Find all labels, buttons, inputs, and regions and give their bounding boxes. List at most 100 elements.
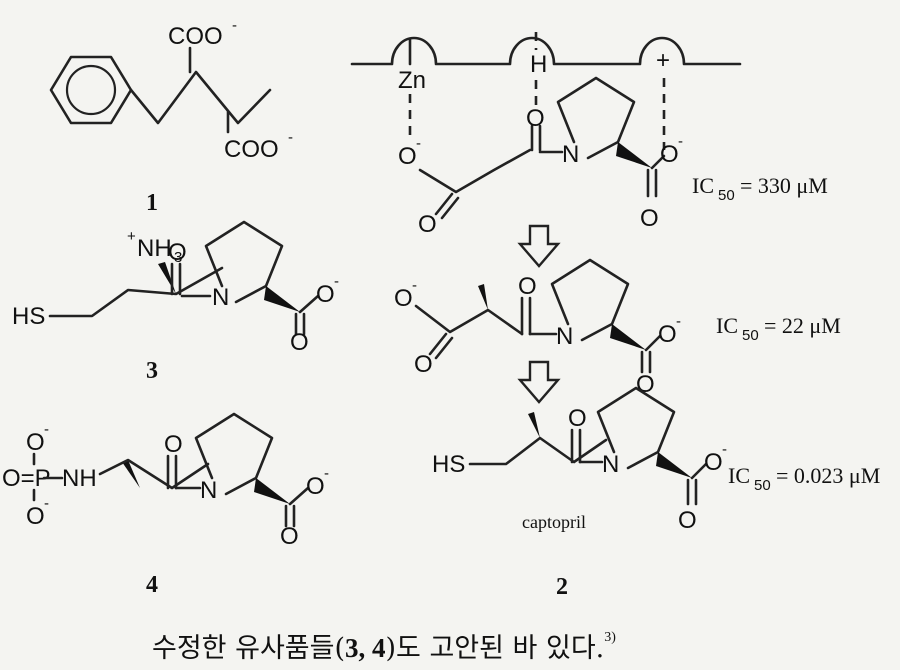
carbon-chain [129, 70, 272, 125]
succinyl-co-bond-b [440, 196, 460, 220]
nh3-plus-charge: + [127, 228, 136, 245]
coo-top-label: COO [168, 23, 223, 50]
captopril-structure: HS O N O - O [432, 386, 727, 534]
down-arrow-2 [517, 360, 561, 404]
ic50-row-3: IC 50 = 0.023 μM [728, 463, 880, 494]
carboxyl-charge-3: - [334, 273, 339, 290]
ic50-sub-1: 50 [718, 187, 735, 204]
zinc-label: Zn [398, 67, 426, 94]
captopril-carboxyl-o-bond [690, 462, 708, 480]
stereo-wedge-carboxyl-4 [254, 478, 290, 504]
carboxyl-o-minus-4: O [306, 473, 325, 500]
compound-3-structure: + NH 3 HS O N O - O [12, 220, 339, 356]
footer-text-before: 수정한 유사품들( [152, 633, 345, 664]
ic50-value-2: = 22 μM [764, 313, 841, 338]
ic50-prefix-1: IC [692, 173, 714, 198]
stereo-wedge-captopril [656, 452, 692, 478]
succinyl-chain [418, 148, 532, 194]
succinyl-proline-structure: O - O O N O - O [398, 76, 683, 238]
ic50-prefix-2: IC [716, 313, 738, 338]
carboxyl-o-bond-4 [288, 486, 310, 506]
caption-footer-text: 수정한 유사품들(3, 4)도 고안된 바 있다.3) [152, 626, 616, 665]
coo-top-charge: - [232, 17, 237, 34]
succinyl-charge: - [416, 135, 421, 152]
carboxyl-o-minus-top: O [660, 141, 679, 168]
stereo-wedge-methyl-4 [122, 460, 140, 488]
coo-bottom-charge: - [288, 129, 293, 146]
pyrrolidine-ring-middle [550, 258, 630, 342]
footer-compound-refs: 3, 4 [345, 633, 386, 663]
captopril-chain [468, 436, 608, 466]
stereo-wedge-methyl-captopril [528, 412, 540, 438]
enzyme-surface [350, 36, 742, 66]
enzyme-active-site: Zn H + [350, 32, 742, 150]
pyrrolidine-ring-4 [194, 412, 274, 496]
captopril-nitrogen: N [602, 451, 619, 478]
captopril-charge: - [722, 441, 727, 458]
phosphate-charge-top: - [44, 421, 49, 438]
coo-bottom-label: COO [224, 136, 279, 163]
captopril-o-minus: O [704, 449, 723, 476]
ic50-row-2: IC 50 = 22 μM [716, 313, 841, 344]
compound-1-number: 1 [146, 190, 158, 216]
middle-charge: - [412, 277, 417, 294]
carboxyl-o-top: O [640, 205, 659, 232]
middle-co-bond-b [434, 336, 454, 360]
carboxyl-o-minus-middle: O [658, 321, 677, 348]
carboxyl-charge-4: - [324, 465, 329, 482]
captopril-carboxyl-o: O [678, 507, 697, 534]
carboxyl-charge-middle: - [676, 313, 681, 330]
ic50-sub-2: 50 [742, 327, 759, 344]
middle-o: O [414, 351, 433, 378]
aromatic-circle [65, 64, 117, 116]
stereo-wedge-middle [610, 324, 646, 350]
amide-o-middle: O [518, 273, 537, 300]
pyrrolidine-ring-top [556, 76, 636, 160]
pyrrolidine-ring-3 [204, 220, 284, 304]
nitrogen-4: N [200, 477, 217, 504]
captopril-amide-o: O [568, 405, 587, 432]
down-arrow-1 [517, 224, 561, 268]
carboxyl-o-bond-middle [644, 334, 662, 352]
nh3-subscript: 3 [174, 249, 182, 266]
carboxyl-charge-top: - [678, 133, 683, 150]
carboxyl-o-3: O [290, 329, 309, 356]
ic50-value-1: = 330 μM [740, 173, 828, 198]
nitrogen-middle: N [556, 323, 573, 350]
backbone-bond-3 [48, 266, 224, 318]
nitrogen-top: N [562, 141, 579, 168]
carbonyl-o-4: O [164, 431, 183, 458]
stereo-wedge-methyl-middle [478, 284, 488, 310]
captopril-name-label: captopril [522, 512, 586, 532]
hydrogen-label: H [530, 51, 547, 78]
hs-label: HS [12, 303, 45, 330]
nitrogen-3: N [212, 284, 229, 311]
ic50-row-1: IC 50 = 330 μM [692, 173, 828, 204]
ic50-sub-3: 50 [754, 477, 771, 494]
carboxyl-o-bond-3 [298, 294, 320, 314]
stereo-wedge-carboxyl-3 [264, 286, 300, 312]
cationic-site-label: + [656, 47, 670, 74]
succinyl-o-minus: O [398, 143, 417, 170]
methylsuccinyl-proline-structure: O - O O N O - O [394, 258, 681, 398]
carbonyl-o-3: O [168, 239, 187, 266]
compound-4-structure: O - O=P NH O - O N O - O [2, 412, 329, 550]
nh-label-4: NH [62, 465, 97, 492]
nh3-label: NH [137, 235, 172, 262]
backbone-bond-4 [98, 458, 210, 490]
ic50-prefix-3: IC [728, 463, 750, 488]
ic50-value-3: = 0.023 μM [776, 463, 880, 488]
succinyl-co-bond-a [434, 192, 454, 216]
middle-co-bond-a [428, 332, 448, 356]
footer-reference-number: 3) [604, 630, 616, 645]
stereo-wedge-top [616, 142, 652, 168]
middle-o-minus: O [394, 285, 413, 312]
compound-1-structure: COO - COO - [49, 17, 293, 163]
carboxyl-o-4: O [280, 523, 299, 550]
amide-o-top: O [526, 105, 545, 132]
compound-2-number: 2 [556, 574, 568, 600]
phosphate-charge-bottom: - [44, 495, 49, 512]
compound-4-number: 4 [146, 572, 158, 598]
carboxyl-o-minus-3: O [316, 281, 335, 308]
